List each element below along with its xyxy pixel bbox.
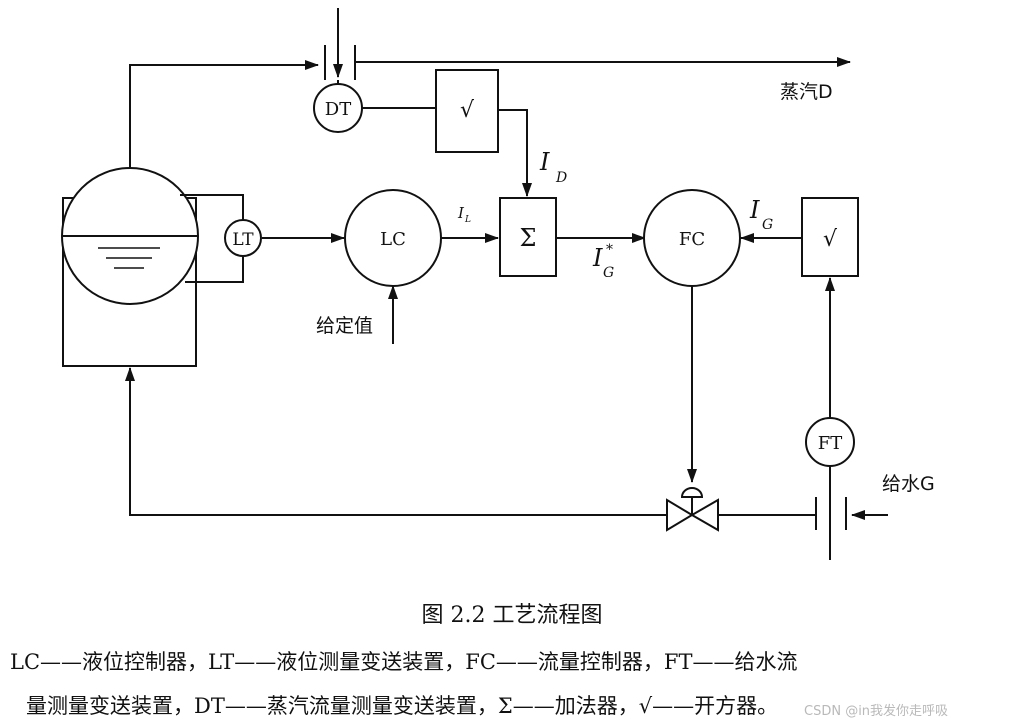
sqrt-to-sum-line — [498, 109, 532, 197]
watermark: CSDN @in我发你走呼吸 — [804, 704, 949, 719]
control-valve — [666, 498, 694, 532]
i-l-subscript: L — [464, 215, 471, 225]
i-g-label: I — [749, 196, 760, 224]
fc-node — [643, 189, 741, 287]
lt-lower-tap — [185, 256, 244, 283]
sqrt-right-node — [801, 197, 859, 277]
i-g-star-label: I — [592, 244, 603, 272]
i-d-subscript: D — [555, 170, 567, 186]
fc-label: FC — [679, 229, 705, 250]
control-valve-right — [689, 498, 719, 532]
lc-node — [344, 189, 442, 287]
dt-node — [313, 83, 363, 133]
dt-label: DT — [325, 99, 351, 120]
setpoint-label: 给定值 — [316, 315, 373, 337]
i-d-label: I — [539, 148, 550, 176]
sqrt-top-node — [435, 69, 499, 153]
figure-caption: 图 2.2 工艺流程图 — [421, 603, 603, 628]
i-g-subscript: G — [762, 217, 773, 233]
ft-node — [805, 417, 855, 467]
i-l-label: I — [457, 204, 465, 222]
legend-line-1: LC——液位控制器，LT——液位测量变送装置，FC——流量控制器，FT——给水流 — [10, 650, 798, 674]
sum-node — [499, 197, 557, 277]
lc-label: LC — [380, 229, 406, 250]
i-g-star-superscript: * — [606, 242, 613, 258]
legend-line-2: 量测量变送装置，DT——蒸汽流量测量变送装置，Σ——加法器，√——开方器。 — [26, 694, 779, 718]
i-g-star-subscript: G — [603, 265, 614, 281]
sqrt-top-label: √ — [460, 98, 475, 123]
sqrt-right-label: √ — [823, 227, 838, 252]
process-flow-diagram: DT √ LT LC Σ FC √ FT 蒸汽D 给定值 给水G I D I L… — [61, 8, 935, 560]
sum-label: Σ — [520, 224, 537, 252]
lt-node — [224, 219, 262, 257]
feedwater-label: 给水G — [882, 473, 935, 495]
drum-steam-outlet — [129, 60, 319, 168]
ft-label: FT — [818, 433, 843, 454]
lt-label: LT — [232, 230, 254, 250]
valve-actuator — [680, 487, 704, 498]
feedwater-return-line — [125, 367, 667, 516]
steam-label: 蒸汽D — [780, 81, 833, 103]
lt-upper-tap — [180, 194, 244, 220]
